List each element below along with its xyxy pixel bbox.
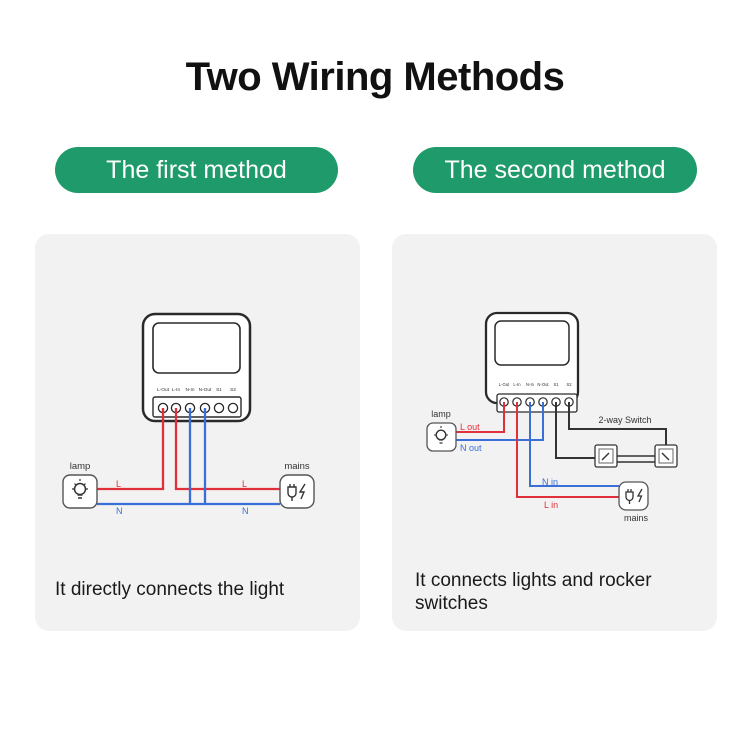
terminal-label: L-In	[172, 387, 181, 393]
plug-icon	[279, 474, 315, 509]
rocker-switch-icon	[654, 444, 678, 468]
terminal-label: N-In	[185, 387, 194, 393]
terminal-label: N-In	[526, 382, 535, 387]
live-in-wire	[516, 402, 619, 498]
terminal-label: L-In	[513, 382, 521, 387]
method-two-badge: The second method	[413, 147, 697, 193]
live-wire-lamp	[97, 408, 165, 491]
terminal-label: N-Out	[537, 382, 549, 387]
switch-traveler-wires	[617, 455, 655, 463]
switch-wire-s2	[568, 402, 667, 458]
terminal-label: L-Out	[157, 387, 170, 393]
terminal-labels: L-Out L-In N-In N-Out S1 S2	[499, 382, 572, 387]
wire-label-n-in: N in	[542, 477, 558, 487]
switch-wire-s1	[555, 402, 612, 459]
terminal-labels: L-Out L-In N-In N-Out S1 S2	[157, 387, 236, 393]
mains-label: mains	[624, 513, 649, 523]
method-two-caption: It connects lights and rocker switches	[415, 570, 652, 614]
wire-label-l: L	[242, 479, 247, 489]
lamp-label: lamp	[431, 409, 451, 419]
live-out-wire	[452, 402, 505, 433]
terminal-label: S1	[553, 382, 559, 387]
method-one-badge: The first method	[55, 147, 338, 193]
lamp-label: lamp	[70, 461, 91, 472]
method-one-diagram: L-Out L-In N-In N-Out S1 S2 L L N N lamp	[62, 312, 315, 516]
method-one-caption: It directly connects the light	[55, 579, 285, 600]
terminal-label: S2	[566, 382, 572, 387]
method-two-diagram: L-Out L-In N-In N-Out S1 S2 L out N out …	[426, 311, 678, 523]
method-two-panel: L-Out L-In N-In N-Out S1 S2 L out N out …	[392, 234, 717, 631]
lamp-icon	[62, 474, 98, 509]
wire-label-n: N	[116, 506, 123, 516]
page-title: Two Wiring Methods	[185, 55, 565, 99]
wire-label-l-out: L out	[460, 422, 480, 432]
rocker-switch-icon	[594, 444, 618, 468]
plug-icon	[618, 481, 649, 511]
wire-label-n: N	[242, 506, 249, 516]
terminal-label: S1	[216, 387, 222, 393]
switch-label: 2-way Switch	[598, 415, 651, 425]
terminal-label: L-Out	[499, 382, 510, 387]
terminal-label: S2	[230, 387, 236, 393]
neutral-out-wire	[452, 402, 544, 441]
wire-label-l-in: L in	[544, 500, 558, 510]
wire-label-l: L	[116, 479, 121, 489]
lamp-icon	[426, 422, 457, 452]
relay-module	[484, 311, 580, 413]
mains-label: mains	[284, 461, 310, 472]
live-wire-mains	[174, 408, 280, 491]
neutral-in-wire	[529, 402, 619, 487]
wire-label-n-out: N out	[460, 443, 482, 453]
terminal-label: N-Out	[199, 387, 212, 393]
method-one-panel: L-Out L-In N-In N-Out S1 S2 L L N N lamp	[35, 234, 360, 631]
